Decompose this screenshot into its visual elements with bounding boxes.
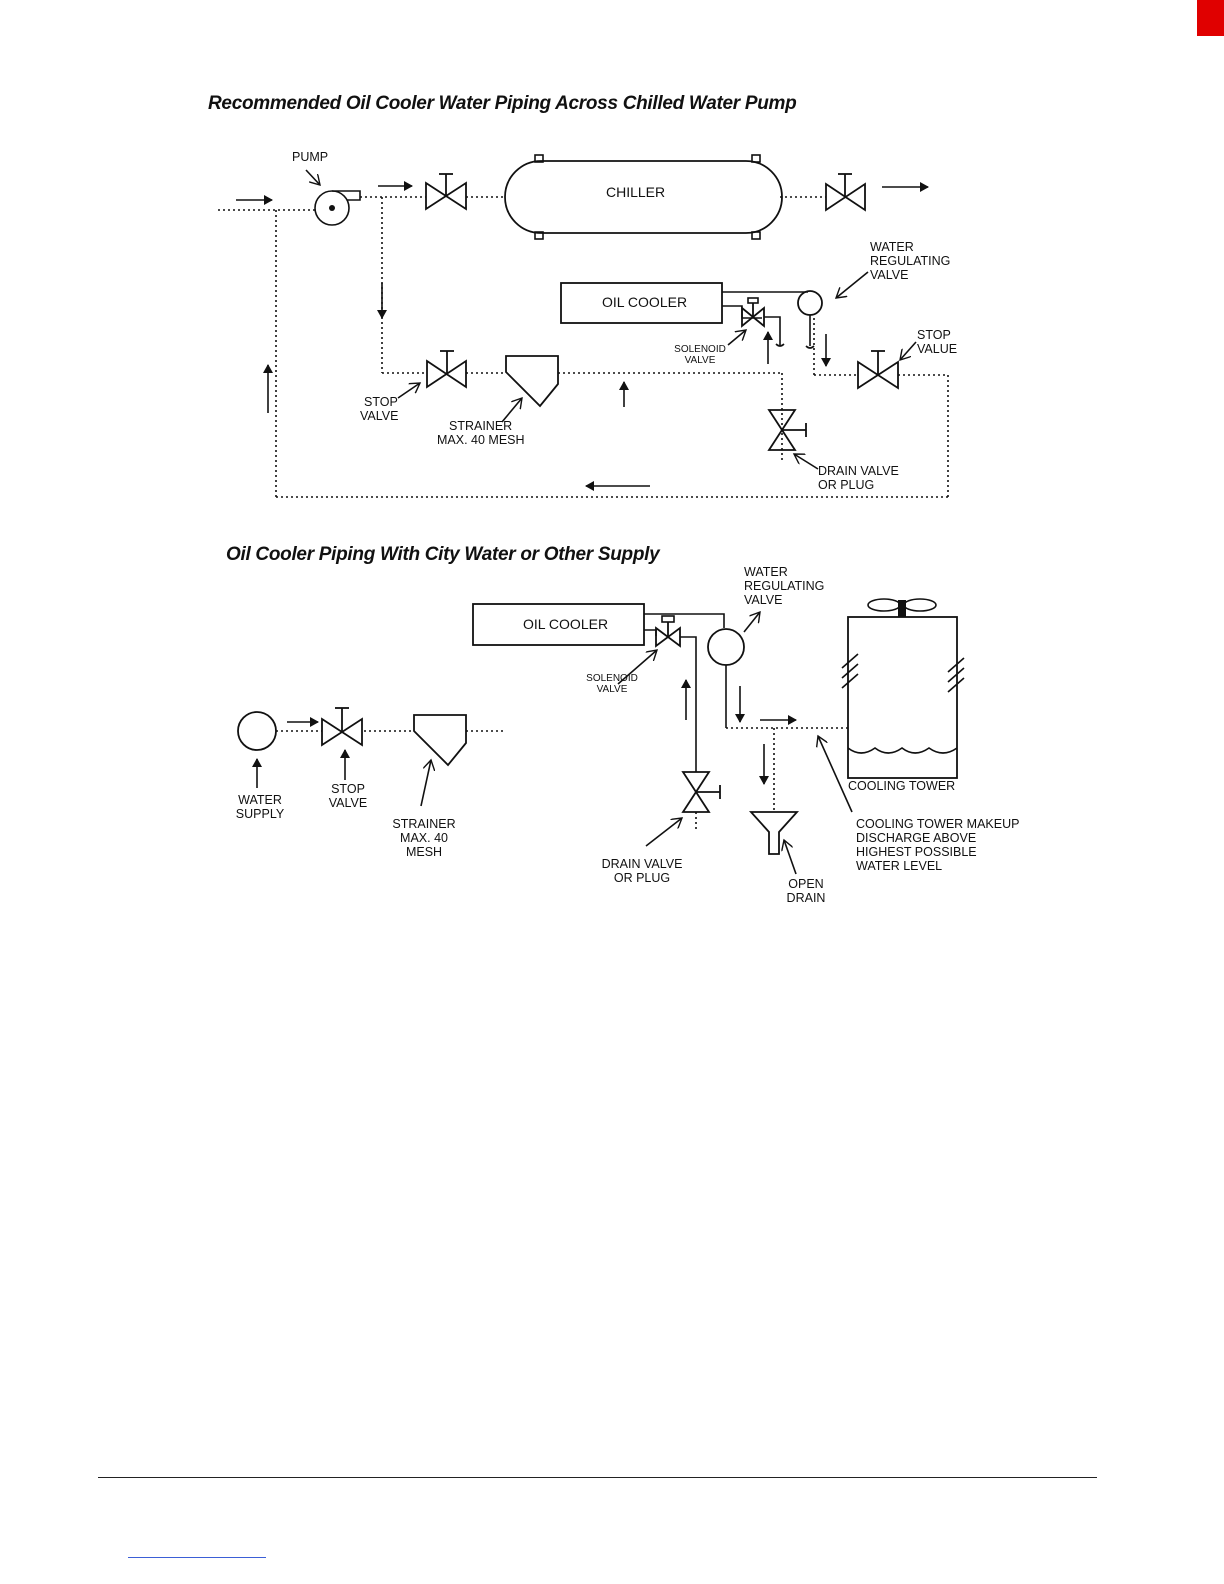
water-reg-label-2: REGULATING — [744, 579, 825, 593]
strainer-leader — [501, 398, 522, 423]
stop-valve-icon — [321, 707, 363, 747]
valve-icon — [425, 173, 467, 211]
strainer-label-2: MAX. 40 — [400, 831, 448, 845]
strainer-icon — [505, 355, 559, 408]
pump-label: PUMP — [292, 150, 329, 164]
oil-cooler-label: OIL COOLER — [602, 294, 688, 310]
solenoid-label-1: SOLENOID — [674, 344, 726, 355]
oil-cooler-box — [472, 603, 645, 646]
cooling-tower-label: COOLING TOWER — [848, 779, 956, 793]
corner-color-tab — [1197, 0, 1224, 36]
open-drain-label-1: OPEN — [788, 877, 824, 891]
drain-label-1: DRAIN VALVE — [818, 464, 899, 478]
footer-link-underline[interactable] — [128, 1557, 266, 1558]
solenoid-label-2: VALVE — [596, 684, 628, 695]
water-reg-leader — [743, 612, 760, 633]
makeup-label-2: DISCHARGE ABOVE — [856, 831, 977, 845]
water-reg-label-1: WATER — [744, 565, 788, 579]
stop-label-1: STOP — [331, 782, 365, 796]
stop-valve-leader — [900, 341, 917, 360]
stop-valve-icon — [857, 350, 899, 390]
stop-valve-icon — [426, 350, 467, 389]
water-supply-label-2: SUPPLY — [235, 807, 285, 821]
water-reg-leader — [836, 271, 869, 298]
solenoid-valve-icon — [655, 615, 697, 772]
strainer-label-3: MESH — [405, 845, 443, 859]
open-drain-funnel-icon — [748, 811, 800, 855]
strainer-label-1: STRAINER — [392, 817, 456, 831]
footer-rule — [98, 1477, 1097, 1478]
solenoid-label-2: VALVE — [684, 355, 716, 366]
diagram2-title: Oil Cooler Piping With City Water or Oth… — [226, 544, 660, 565]
drain-leader — [794, 454, 819, 470]
stop-valve-left-label-2: VALVE — [360, 409, 399, 423]
stop-label-2: VALVE — [328, 796, 368, 810]
diagram1-title: Recommended Oil Cooler Water Piping Acro… — [208, 93, 797, 114]
stop-valve-leader — [397, 383, 420, 399]
water-reg-label-1: WATER — [870, 240, 914, 254]
strainer-label-2: MAX. 40 MESH — [437, 433, 525, 447]
water-reg-label-3: VALVE — [744, 593, 783, 607]
solenoid-leader — [727, 330, 746, 346]
strainer-icon — [413, 714, 467, 767]
water-regulating-valve-icon — [707, 628, 745, 728]
solenoid-leader — [617, 650, 657, 685]
stop-valve-right-label-2: VALUE — [917, 342, 958, 356]
pump-leader — [305, 169, 320, 185]
solenoid-valve-icon — [741, 297, 781, 345]
drain-leader — [645, 818, 682, 847]
stop-valve-left-label-1: STOP — [364, 395, 398, 409]
d1-branch-lines — [275, 197, 949, 498]
water-regulating-valve-icon — [797, 290, 823, 349]
makeup-label-3: HIGHEST POSSIBLE — [856, 845, 977, 859]
oil-cooler-label: OIL COOLER — [523, 616, 609, 632]
strainer-leader — [420, 760, 431, 807]
d1-main-line — [218, 196, 826, 211]
drain-label-1: DRAIN VALVE — [601, 857, 683, 871]
makeup-leader — [818, 736, 853, 813]
water-supply-label-1: WATER — [238, 793, 282, 807]
makeup-label-4: WATER LEVEL — [856, 859, 943, 873]
chiller-vessel — [504, 154, 783, 240]
makeup-label-1: COOLING TOWER MAKEUP — [856, 817, 1020, 831]
strainer-label-1: STRAINER — [449, 419, 513, 433]
solenoid-label-1: SOLENOID — [586, 673, 638, 684]
drain-valve-icon — [681, 771, 721, 830]
drain-label-2: OR PLUG — [613, 871, 671, 885]
oil-cooler-box — [560, 282, 723, 324]
open-drain-leader — [784, 840, 797, 875]
water-reg-label-2: REGULATING — [870, 254, 951, 268]
pump-icon — [314, 190, 361, 226]
valve-icon — [825, 173, 866, 212]
cooling-tower-icon — [841, 598, 965, 779]
stop-valve-right-label-1: STOP — [917, 328, 951, 342]
open-drain-label-2: DRAIN — [786, 891, 826, 905]
water-reg-label-3: VALVE — [870, 268, 909, 282]
drain-label-2: OR PLUG — [818, 478, 875, 492]
drain-valve-icon — [767, 409, 807, 451]
water-supply-icon — [237, 711, 277, 751]
chiller-label: CHILLER — [606, 184, 666, 200]
